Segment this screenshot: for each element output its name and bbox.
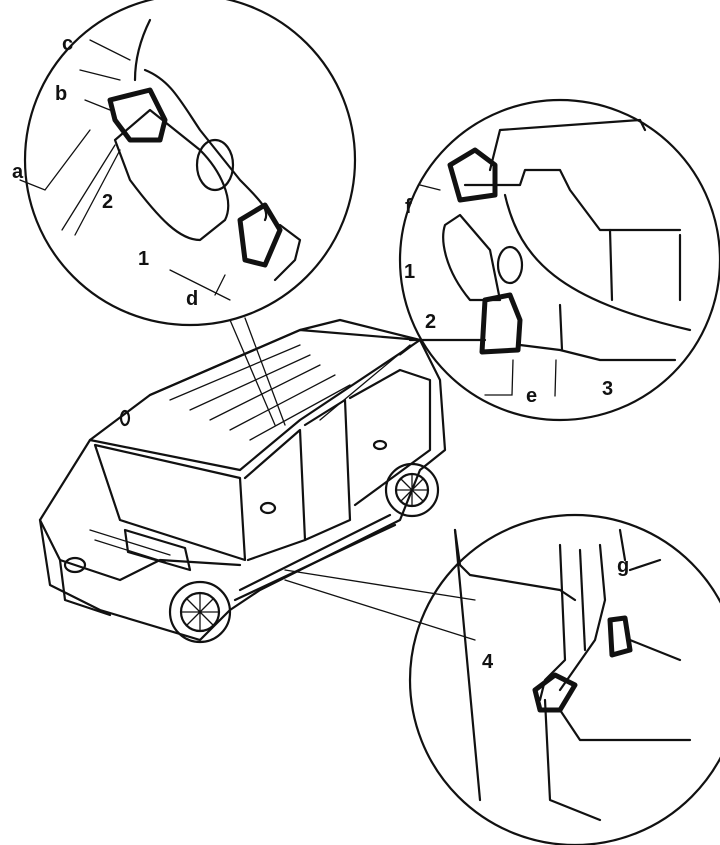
- label-4: 4: [482, 651, 494, 673]
- label-3: 3: [602, 378, 613, 400]
- label-e: e: [526, 385, 537, 407]
- label-a: a: [12, 161, 24, 183]
- label-2-right: 2: [425, 311, 436, 333]
- label-1-top: 1: [138, 248, 149, 270]
- label-b: b: [55, 83, 67, 105]
- callout-bottom-right: g 4: [408, 513, 720, 845]
- car-illustration: [38, 317, 476, 644]
- label-2-top: 2: [102, 191, 113, 213]
- label-f: f: [405, 196, 412, 218]
- label-g: g: [617, 555, 629, 577]
- callout-top-left: c b a 2 1 d: [12, 0, 357, 327]
- label-c: c: [62, 33, 73, 55]
- label-1-right: 1: [404, 261, 415, 283]
- callout-right: f 1 2 e 3: [398, 98, 720, 422]
- label-d: d: [186, 288, 198, 310]
